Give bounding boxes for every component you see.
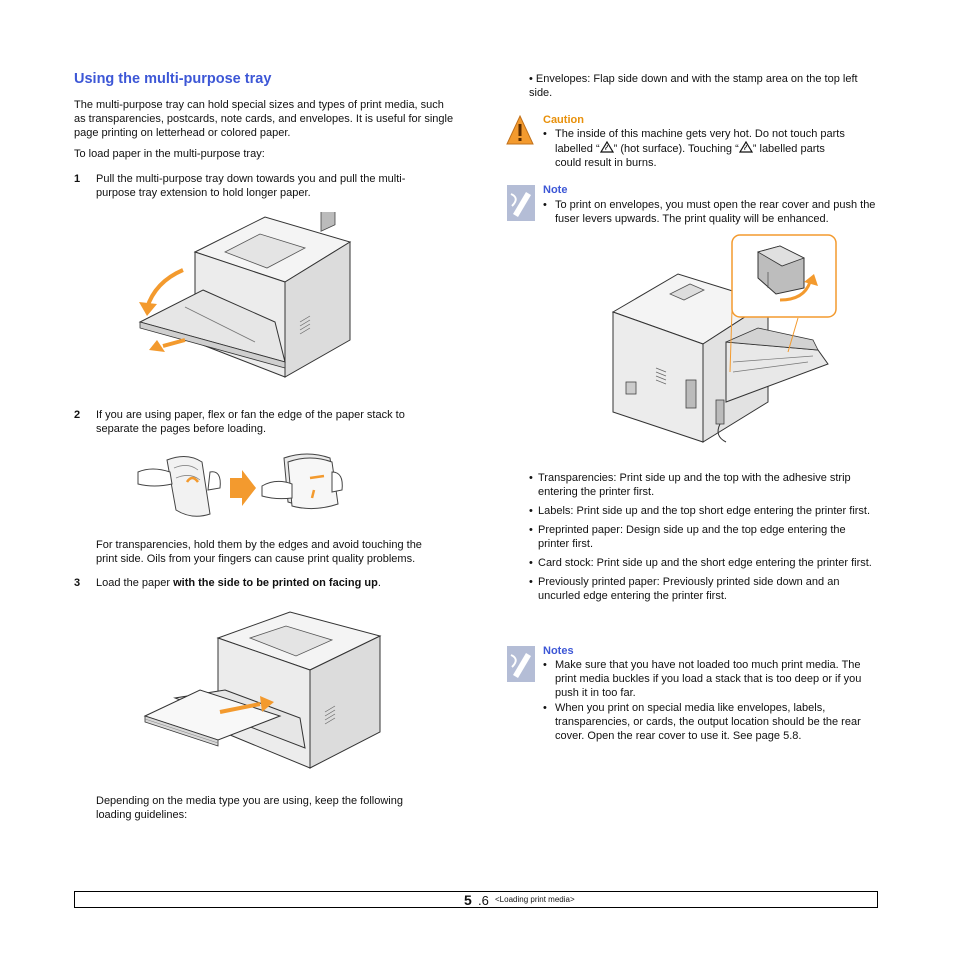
bullet-dot: • bbox=[543, 199, 547, 211]
step-1-text: Pull the multi-purpose tray down towards… bbox=[96, 173, 406, 199]
notes-heading: Notes bbox=[543, 645, 574, 657]
intro-paragraph: The multi-purpose tray can hold special … bbox=[74, 99, 454, 139]
bullet-dot: • bbox=[529, 73, 536, 85]
caution-body: • The inside of this machine gets very h… bbox=[543, 128, 845, 169]
note-pencil-icon bbox=[507, 646, 535, 682]
note-heading: Note bbox=[543, 184, 568, 196]
note-body: • To print on envelopes, you must open t… bbox=[543, 199, 876, 225]
bullet-dot: • bbox=[543, 659, 547, 671]
hot-surface-icon bbox=[599, 140, 614, 153]
arrow-icon bbox=[230, 470, 256, 506]
flex-paper-illustration bbox=[137, 453, 343, 517]
list-item: •Previously printed paper: Previously pr… bbox=[529, 576, 840, 602]
step-3-number: 3 bbox=[74, 577, 81, 589]
warning-triangle-icon bbox=[506, 114, 534, 145]
envelopes-bullet: • Envelopes: Flap side down and with the… bbox=[529, 73, 858, 99]
bullet-dot: • bbox=[529, 524, 533, 536]
lead-paragraph: To load paper in the multi-purpose tray: bbox=[74, 148, 265, 160]
section-title: Using the multi-purpose tray bbox=[74, 71, 272, 87]
chapter-label: <Loading print media> bbox=[495, 895, 575, 904]
list-item: •Preprinted paper: Design side up and th… bbox=[529, 524, 846, 550]
printer-tray-open-illustration bbox=[138, 212, 352, 378]
step-2-number: 2 bbox=[74, 409, 81, 421]
bullet-dot: • bbox=[529, 472, 533, 484]
printer-load-paper-illustration bbox=[143, 611, 382, 769]
hot-surface-icon bbox=[738, 140, 753, 153]
rear-cover-fuser-illustration bbox=[611, 234, 837, 443]
media-lead-paragraph: Depending on the media type you are usin… bbox=[96, 795, 403, 821]
bullet-dot: • bbox=[543, 128, 547, 140]
bullet-dot: • bbox=[529, 557, 533, 569]
bullet-dot: • bbox=[529, 505, 533, 517]
step-2-text: If you are using paper, flex or fan the … bbox=[96, 409, 405, 435]
page-number-major: 5 bbox=[464, 892, 472, 908]
list-item: •When you print on special media like en… bbox=[543, 702, 861, 742]
transparency-tip: For transparencies, hold them by the edg… bbox=[96, 539, 422, 565]
hand-left-icon bbox=[137, 468, 173, 487]
page-footer: 5 .6 <Loading print media> bbox=[74, 891, 878, 908]
list-item: •Transparencies: Print side up and the t… bbox=[529, 472, 851, 498]
step-1-number: 1 bbox=[74, 173, 81, 185]
list-item: •Card stock: Print side up and the short… bbox=[529, 557, 872, 569]
step-3-text: Load the paper with the side to be print… bbox=[96, 577, 381, 589]
page-number-minor: .6 bbox=[478, 893, 489, 908]
list-item: •Make sure that you have not loaded too … bbox=[543, 659, 862, 699]
notes-body: •Make sure that you have not loaded too … bbox=[543, 658, 883, 743]
media-bullet-list: •Transparencies: Print side up and the t… bbox=[529, 471, 879, 608]
bullet-dot: • bbox=[543, 702, 547, 714]
bullet-dot: • bbox=[529, 576, 533, 588]
note-pencil-icon bbox=[507, 185, 535, 221]
list-item: •Labels: Print side up and the top short… bbox=[529, 505, 871, 517]
caution-heading: Caution bbox=[543, 114, 584, 126]
